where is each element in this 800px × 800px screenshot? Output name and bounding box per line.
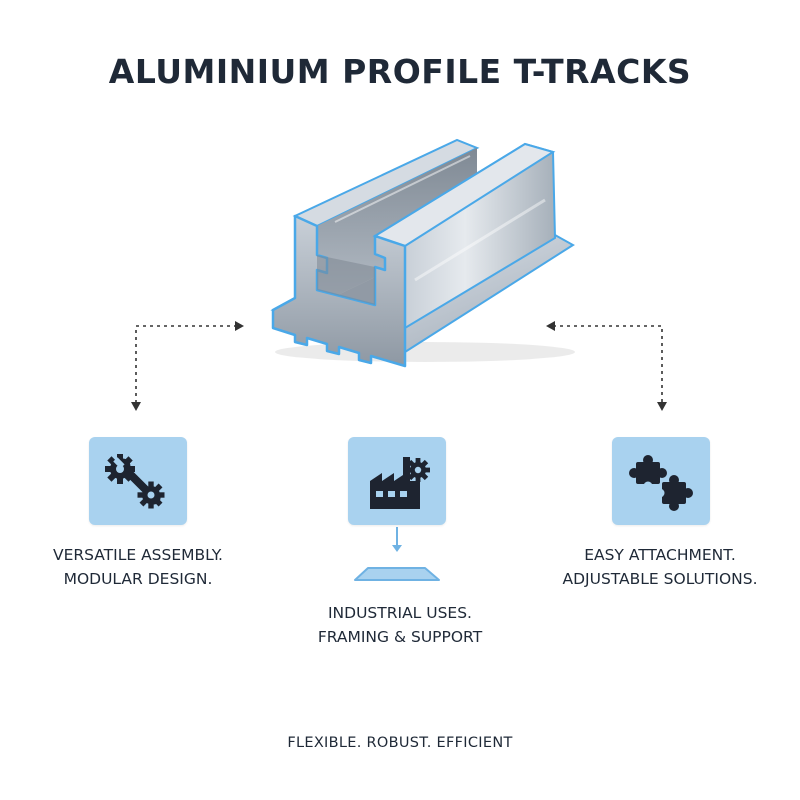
caption-line: VERSATILE ASSEMBLY. — [52, 546, 223, 564]
t-track-profile-illustration — [270, 138, 575, 368]
caption-line: FRAMING & SUPPORT — [317, 628, 483, 646]
feature-tile-attachment — [612, 437, 710, 525]
feature-caption-industrial: INDUSTRIAL USES. FRAMING & SUPPORT — [300, 601, 500, 649]
puzzle-pieces-icon — [629, 455, 693, 511]
feature-tile-assembly — [89, 437, 187, 525]
tagline: FLEXIBLE. ROBUST. EFFICIENT — [287, 735, 513, 751]
center-arrow-connector — [354, 527, 440, 581]
feature-caption-assembly: VERSATILE ASSEMBLY. MODULAR DESIGN. — [38, 543, 238, 591]
caption-line: INDUSTRIAL USES. — [327, 604, 472, 622]
feature-caption-attachment: EASY ATTACHMENT. ADJUSTABLE SOLUTIONS. — [560, 543, 760, 591]
caption-line: EASY ATTACHMENT. — [584, 546, 736, 564]
feature-tile-industrial — [348, 437, 446, 525]
page-title: ALUMINIUM PROFILE T-TRACKS — [108, 52, 692, 91]
caption-line: ADJUSTABLE SOLUTIONS. — [562, 570, 758, 588]
caption-line: MODULAR DESIGN. — [63, 570, 213, 588]
gear-wrench-icon — [105, 454, 165, 509]
factory-gear-icon — [370, 457, 430, 509]
